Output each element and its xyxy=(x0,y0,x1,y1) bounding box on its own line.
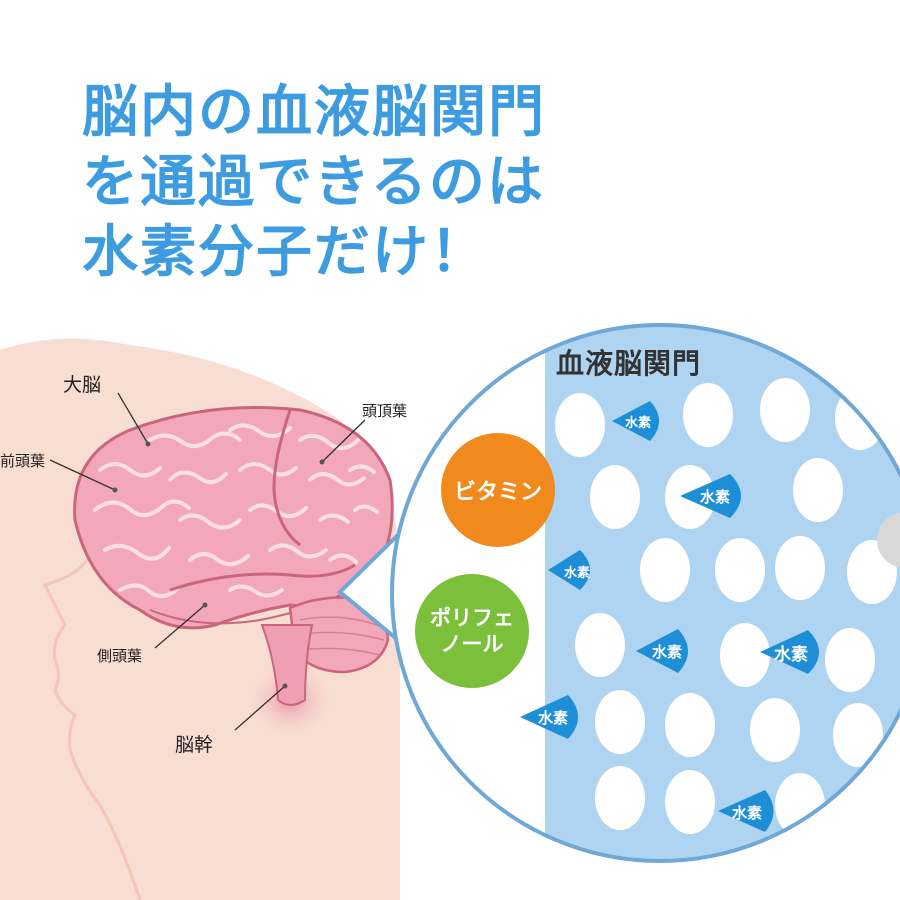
headline-line-3: 水素分子だけ！ xyxy=(82,220,488,285)
hydrogen-drop xyxy=(548,550,590,590)
hydrogen-drop xyxy=(636,629,688,673)
headline: 脳内の血液脳関門 を通過できるのは 水素分子だけ！ xyxy=(82,78,546,288)
cerebellum xyxy=(288,596,390,674)
hydrogen-label: 水素 xyxy=(774,645,808,665)
hydrogen-drop xyxy=(612,401,659,441)
side-tab xyxy=(877,512,900,568)
callout-pointer xyxy=(337,533,400,642)
polyphenol-badge: ポリフェ ノール xyxy=(415,574,529,688)
face-profile xyxy=(42,469,142,900)
hydrogen-label: 水素 xyxy=(732,804,763,822)
polyphenol-label-line-1: ポリフェ xyxy=(430,606,514,630)
hydrogen-label: 水素 xyxy=(564,566,591,581)
label-brainstem: 脳幹 xyxy=(175,734,214,756)
headline-line-2: を通過できるのは xyxy=(82,150,545,215)
hydrogen-label: 水素 xyxy=(625,416,652,431)
polyphenol-label-line-2: ノール xyxy=(440,632,504,656)
label-frontal-lobe: 前頭葉 xyxy=(0,452,46,470)
barrier-title: 血液脳関門 xyxy=(556,347,702,380)
headline-line-1: 脳内の血液脳関門 xyxy=(82,80,546,145)
hydrogen-drops xyxy=(520,401,819,832)
vitamin-label: ビタミン xyxy=(453,480,542,505)
hydrogen-drop xyxy=(718,790,774,832)
label-temporal-lobe: 側頭葉 xyxy=(97,647,143,665)
hydrogen-label: 水素 xyxy=(652,643,683,661)
hydrogen-label: 水素 xyxy=(538,709,569,727)
hydrogen-drop xyxy=(760,630,819,674)
brainstem xyxy=(260,624,314,706)
label-parietal-lobe: 頭頂葉 xyxy=(362,402,408,420)
hydrogen-drop xyxy=(520,695,578,739)
hydrogen-label: 水素 xyxy=(700,488,731,506)
barrier-pores xyxy=(555,378,897,837)
hydrogen-drop xyxy=(680,474,741,518)
vitamin-badge: ビタミン xyxy=(441,433,555,547)
label-cerebrum: 大脳 xyxy=(63,374,102,396)
